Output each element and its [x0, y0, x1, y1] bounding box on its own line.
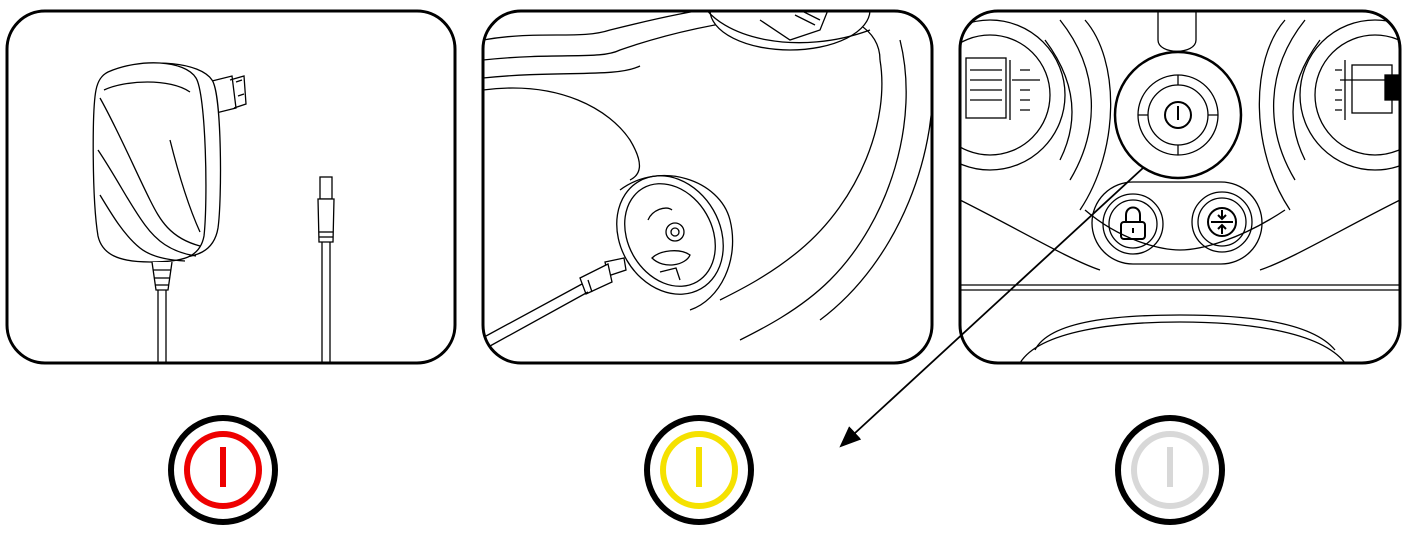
power-icon	[184, 431, 262, 509]
power-icon	[660, 431, 738, 509]
panel-port	[481, 9, 934, 365]
height-adjust-icon	[1207, 207, 1237, 237]
lock-icon	[1120, 206, 1146, 240]
power-icon	[1131, 431, 1209, 509]
indicator-row	[168, 415, 1225, 525]
panel-controls-frame	[958, 9, 1402, 365]
indicator-yellow	[644, 415, 754, 525]
panel-controls	[958, 9, 1402, 365]
power-icon	[1164, 101, 1192, 129]
panel-charger	[5, 9, 457, 365]
panel-charger-frame	[5, 9, 457, 365]
arrow-icon	[839, 167, 1144, 448]
highlight-circle	[1113, 50, 1243, 180]
indicator-red	[168, 415, 278, 525]
indicator-white	[1115, 415, 1225, 525]
panel-port-frame	[481, 9, 934, 365]
